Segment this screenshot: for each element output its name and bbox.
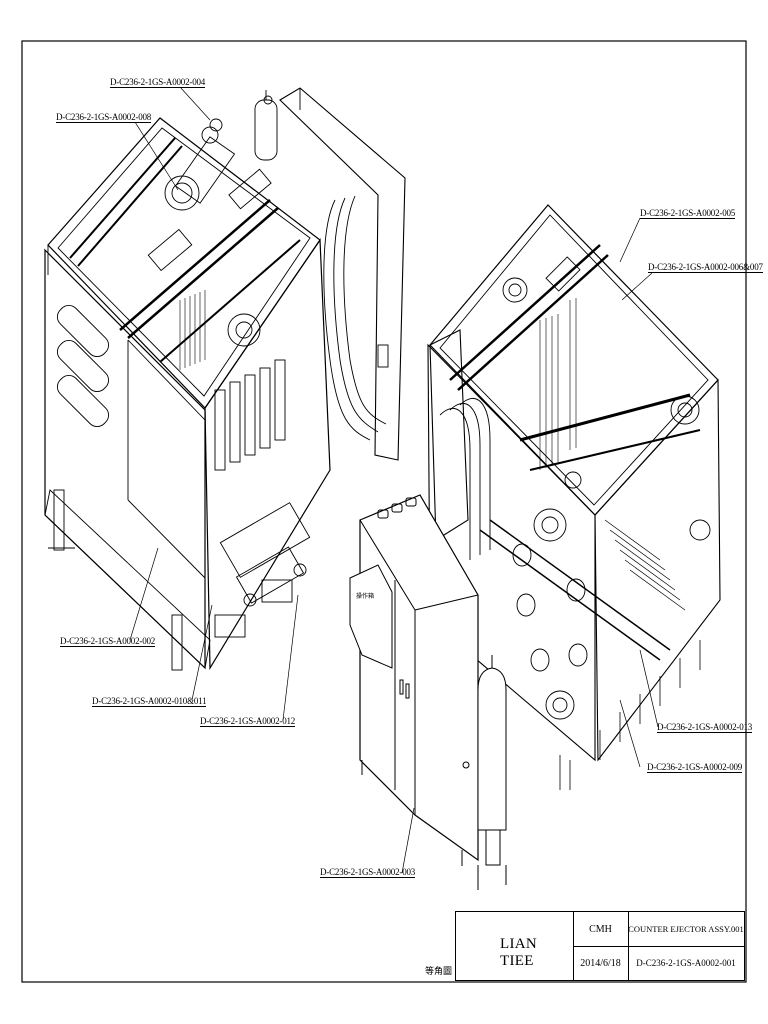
company-name: LIAN TIEE	[500, 936, 538, 969]
callout-012: D-C236-2-1GS-A0002-012	[200, 716, 296, 727]
callout-006-007: D-C236-2-1GS-A0002-006&007	[648, 262, 763, 273]
drawing-number: D-C236-2-1GS-A0002-001	[636, 958, 736, 968]
callout-009: D-C236-2-1GS-A0002-009	[647, 762, 743, 773]
callout-002: D-C236-2-1GS-A0002-002	[60, 636, 156, 647]
title-block-divider-h	[573, 946, 744, 947]
panel-sign: 操作箱	[356, 592, 374, 600]
sheet-border	[21, 40, 747, 983]
isometric-view-label: 等角圖	[425, 967, 453, 977]
title-block-logo-cell: LIAN TIEE	[456, 912, 574, 980]
left-machine-view	[44, 87, 406, 671]
callout-005: D-C236-2-1GS-A0002-005	[640, 208, 736, 219]
drawing-title: COUNTER EJECTOR ASSY.001	[628, 924, 744, 934]
callout-013: D-C236-2-1GS-A0002-013	[657, 722, 753, 733]
right-machine-view	[427, 204, 721, 790]
control-cabinet	[349, 494, 479, 866]
air-tank	[462, 655, 507, 890]
title-block-divider-v	[628, 912, 629, 980]
drawn-by: CMH	[589, 923, 612, 935]
callout-003: D-C236-2-1GS-A0002-003	[320, 867, 416, 878]
drawing-date: 2014/6/18	[580, 957, 621, 969]
leader-lines	[129, 86, 659, 874]
title-block: LIAN TIEE CMH COUNTER EJECTOR ASSY.001 2…	[455, 911, 745, 981]
callout-010-011: D-C236-2-1GS-A0002-010&011	[92, 696, 207, 707]
callout-004: D-C236-2-1GS-A0002-004	[110, 77, 206, 88]
callout-008: D-C236-2-1GS-A0002-008	[56, 112, 152, 123]
